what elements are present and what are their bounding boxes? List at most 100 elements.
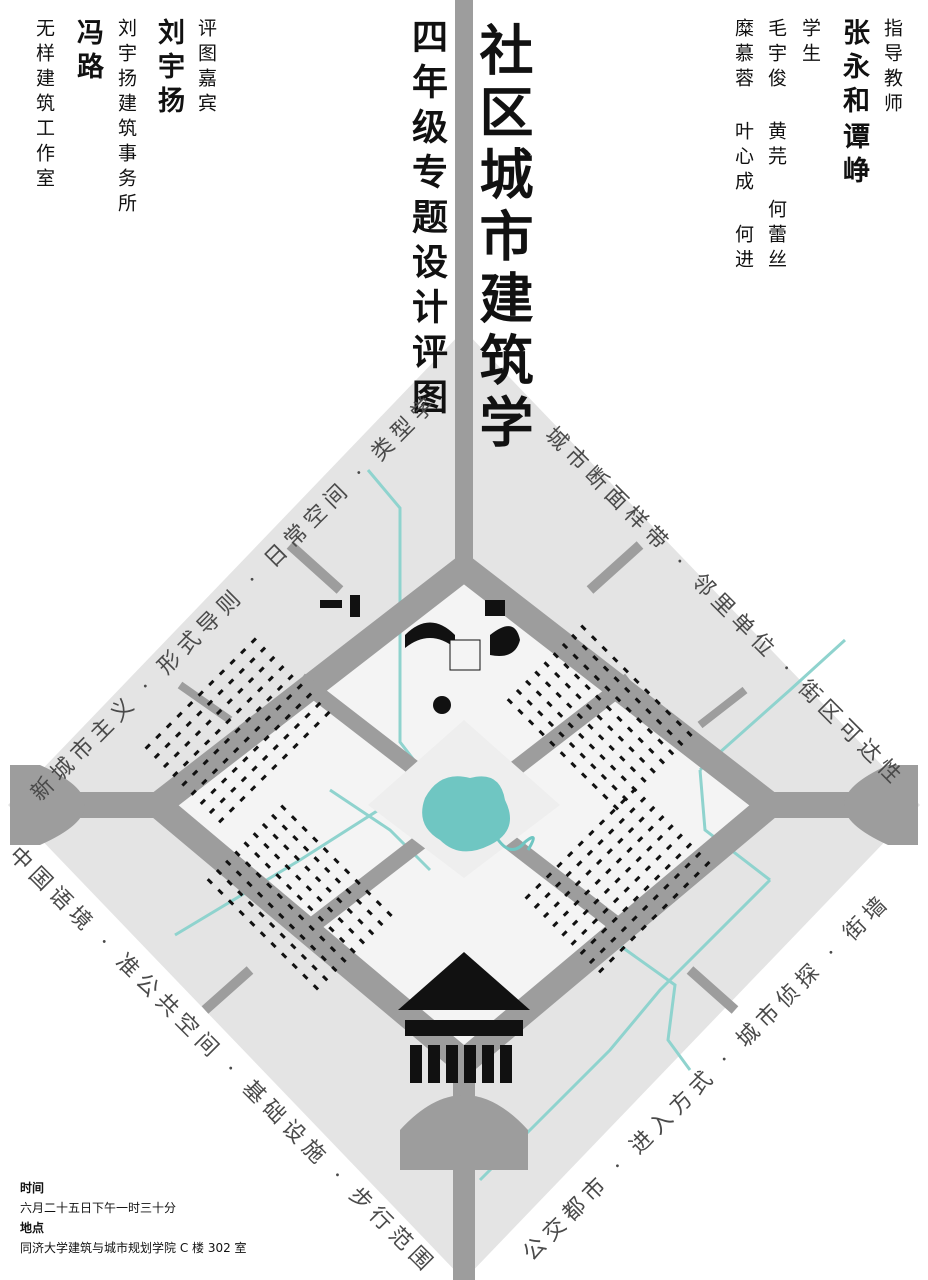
building-grain	[206, 699, 214, 706]
building-grain	[238, 667, 245, 675]
building-grain	[305, 885, 313, 892]
building-grain	[326, 906, 334, 913]
building-grain	[232, 746, 240, 754]
building-grain	[704, 860, 711, 868]
building-grain	[231, 766, 238, 774]
building-grain	[367, 928, 375, 936]
building-grain	[293, 722, 301, 730]
building-grain	[535, 690, 543, 697]
building-grain	[605, 867, 612, 875]
building-grain	[515, 688, 523, 696]
building-grain	[313, 856, 320, 863]
building-grain	[607, 828, 615, 835]
residential-grain	[144, 624, 711, 991]
building-grain	[386, 910, 393, 917]
building-grain	[566, 702, 573, 709]
building-grain	[584, 683, 591, 691]
building-grain	[334, 877, 342, 884]
building-grain	[258, 911, 265, 918]
building-grain	[645, 707, 652, 715]
building-grain	[677, 739, 684, 747]
building-grain	[591, 782, 598, 790]
building-grain	[599, 753, 606, 761]
building-grain	[237, 890, 244, 897]
building-grain	[144, 743, 151, 750]
building-grain	[634, 697, 642, 704]
building-grain	[222, 757, 229, 764]
building-grain	[566, 851, 574, 858]
building-grain	[626, 846, 633, 854]
building-grain	[194, 730, 202, 737]
building-grain	[220, 777, 228, 784]
building-grain	[280, 952, 288, 959]
building-grain	[255, 705, 262, 713]
building-grain	[634, 875, 641, 883]
building-grain	[653, 874, 661, 881]
page-title: 社区城市建筑学	[470, 22, 533, 456]
building-grain	[617, 837, 624, 844]
building-grain	[620, 925, 628, 933]
building-grain	[251, 765, 258, 772]
building-grain	[243, 841, 250, 848]
building-grain	[542, 911, 550, 919]
building-grain	[612, 804, 620, 811]
building-grain	[603, 887, 611, 895]
building-grain	[661, 903, 669, 910]
building-grain	[279, 932, 286, 939]
building-grain	[553, 901, 560, 908]
building-grain	[313, 721, 320, 728]
building-grain	[211, 768, 219, 775]
building-grain	[283, 733, 290, 740]
building-grain	[658, 814, 665, 822]
building-grain	[249, 657, 256, 664]
building-grain	[288, 923, 296, 930]
building-grain	[580, 624, 587, 631]
building-grain	[239, 647, 247, 655]
building-grain	[261, 754, 269, 762]
building-grain	[267, 675, 274, 682]
building-grain	[605, 705, 613, 712]
building-grain	[673, 872, 681, 880]
building-grain	[336, 897, 343, 904]
building-grain	[203, 739, 211, 746]
building-grain	[275, 704, 282, 711]
building-grain	[186, 701, 194, 708]
time-value: 六月二十五日下午一时三十分	[20, 1201, 177, 1215]
building-grain	[517, 708, 524, 716]
building-grain	[599, 947, 606, 954]
building-grain	[217, 888, 224, 896]
building-grain	[597, 734, 605, 741]
building-grain	[244, 861, 252, 868]
building-grain	[585, 703, 593, 711]
building-grain	[272, 744, 279, 751]
building-grain	[242, 756, 249, 763]
building-grain	[546, 700, 553, 708]
building-grain	[588, 829, 595, 837]
building-grain	[588, 743, 596, 750]
building-grain	[593, 898, 600, 905]
building-grain	[324, 710, 331, 718]
building-grain	[215, 868, 223, 876]
building-grain	[219, 797, 226, 804]
building-grain	[646, 727, 654, 735]
building-grain	[576, 860, 583, 867]
building-grain	[684, 862, 691, 869]
building-grain	[292, 742, 299, 750]
building-grain	[308, 924, 315, 932]
building-grain	[290, 943, 297, 950]
building-grain	[552, 652, 559, 659]
building-grain	[225, 859, 232, 867]
building-grain	[268, 655, 276, 663]
advisors-label: 指导教师	[881, 18, 903, 118]
building-grain	[267, 902, 274, 909]
building-grain	[591, 918, 599, 925]
reviewer-org-1: 刘宇扬建筑事务所	[115, 18, 137, 218]
building-grain	[655, 854, 662, 861]
building-grain	[307, 904, 314, 912]
building-grain	[254, 851, 261, 859]
building-grain	[614, 877, 621, 884]
building-grain	[595, 694, 602, 701]
building-grain	[583, 664, 590, 671]
building-grain	[278, 664, 285, 672]
reviewer-name-2: 冯路	[72, 18, 103, 86]
